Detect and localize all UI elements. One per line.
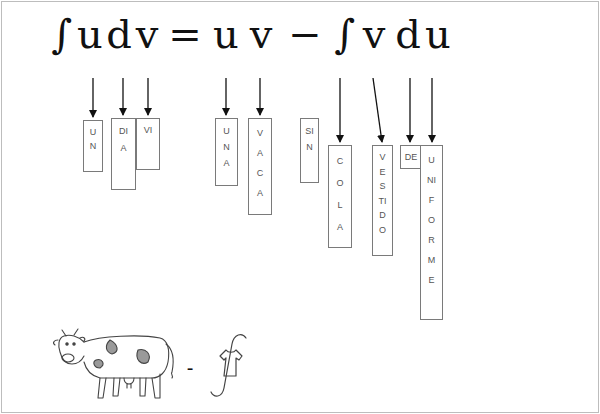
formula-symbol: = (168, 14, 202, 54)
cow-spot (106, 340, 117, 354)
vertical-word: VACA (256, 119, 265, 203)
integral-stroke (211, 335, 246, 396)
formula-symbol: d (395, 14, 421, 54)
leader-arrow (225, 78, 226, 115)
word-box: VACA (248, 118, 272, 215)
leader-arrow (259, 78, 260, 115)
cow-spot (137, 350, 149, 364)
word-box: UNA (215, 118, 238, 186)
leader-arrow (339, 78, 340, 142)
vertical-word: DE (401, 146, 421, 164)
leader-arrow (147, 78, 148, 115)
cow-tail (166, 344, 173, 378)
leader-arrow (431, 78, 432, 142)
formula-symbol: v (136, 14, 159, 54)
formula-symbol: v (250, 14, 273, 54)
cow-head (59, 335, 84, 364)
word-box: VI (136, 118, 160, 170)
vertical-word: COLA (336, 146, 345, 238)
cow-body (84, 336, 169, 378)
formula-symbol: u (77, 14, 103, 54)
shirt (220, 350, 242, 376)
formula-symbol: − (288, 14, 322, 54)
cow-eye (73, 343, 75, 345)
word-box: DE (400, 145, 422, 169)
word-box: VESTIDO (372, 145, 393, 256)
vertical-word: VESTIDO (378, 146, 387, 237)
formula-symbol: d (106, 14, 132, 54)
word-box: UN (83, 120, 103, 172)
formula-symbol: u (425, 14, 451, 54)
integral-shirt-drawing (211, 335, 246, 396)
cow-legs (98, 374, 160, 398)
cow-eye (66, 343, 68, 345)
minus-sign: - (187, 358, 194, 378)
formula-symbol: v (363, 14, 386, 54)
leader-arrow (373, 78, 382, 142)
cow-spot (94, 360, 103, 368)
leader-arrow (92, 78, 93, 117)
leader-arrow (122, 78, 123, 115)
vertical-word: VI (144, 119, 153, 137)
cow-horns (62, 329, 78, 336)
vertical-word: UN (89, 121, 98, 153)
vertical-word: SIN (305, 119, 314, 155)
cow-muzzle (62, 354, 74, 362)
formula-symbol: ∫ (335, 14, 356, 54)
word-box: DIA (111, 118, 136, 190)
cow-drawing (54, 329, 174, 398)
word-box: SIN (300, 118, 319, 183)
vertical-word: UNA (222, 119, 231, 171)
cow-udder (124, 378, 134, 388)
cow-ears (54, 337, 85, 345)
word-box: UNIFORME (420, 145, 443, 320)
vertical-word: UNIFORME (427, 146, 436, 290)
leader-arrow (409, 78, 410, 142)
vertical-word: DIA (119, 119, 128, 157)
formula-symbol: u (213, 14, 239, 54)
formula-symbol: ∫ (52, 14, 73, 54)
word-box: COLA (328, 145, 352, 248)
